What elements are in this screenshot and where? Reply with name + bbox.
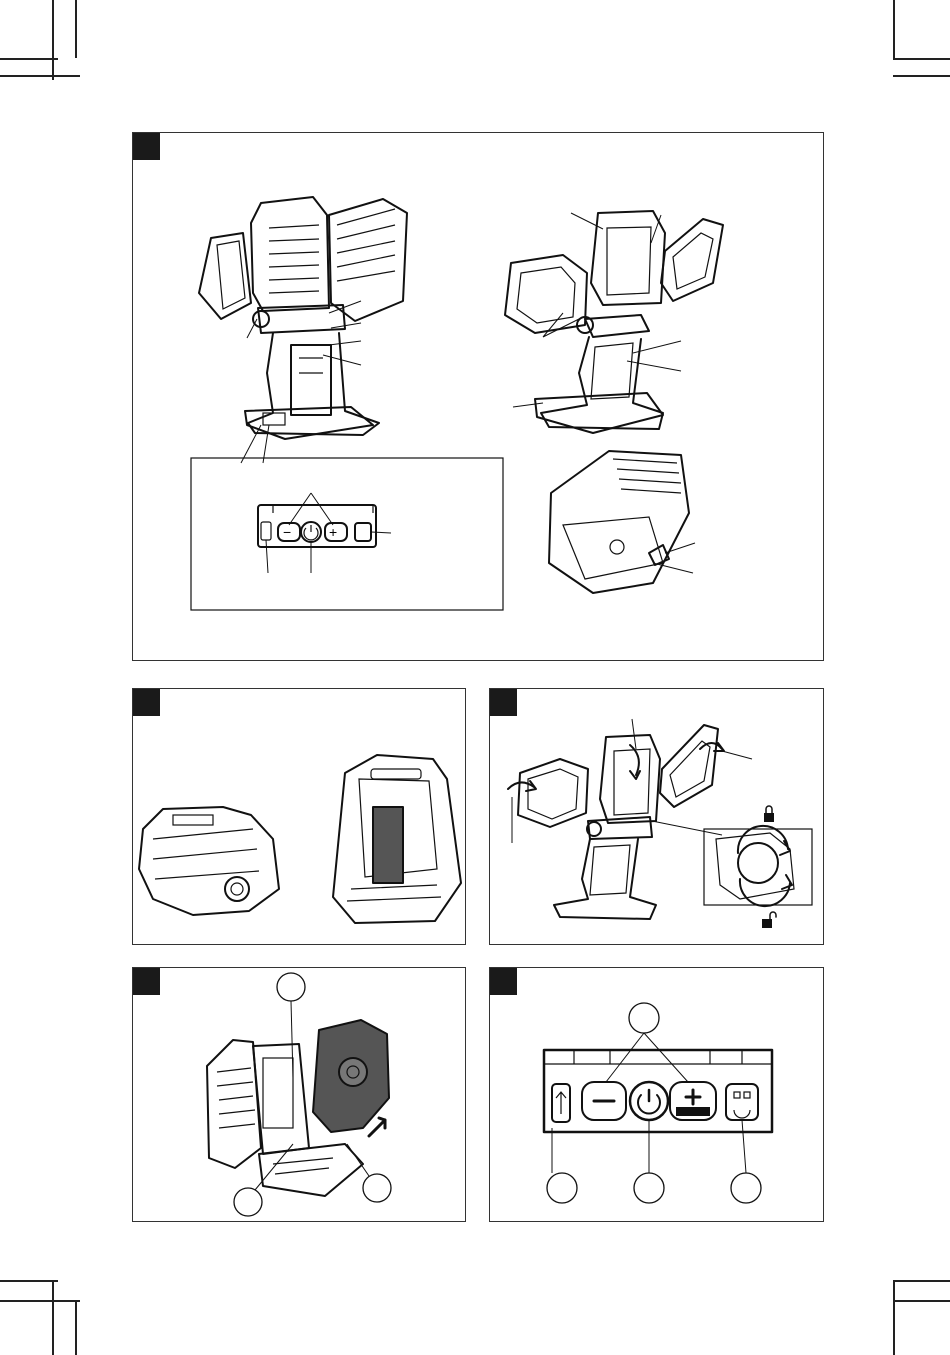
control-panel-small: − + (258, 505, 376, 547)
battery-insertion-view (207, 1020, 389, 1196)
crop-mark-top-left-v (52, 0, 54, 80)
callout-circle-d-right (363, 1174, 391, 1202)
figure-panel-a: − + (132, 132, 824, 661)
plus-icon[interactable] (670, 1082, 716, 1120)
crop-mark-top-left-v2 (75, 0, 77, 58)
panel-a-illustration: − + (133, 133, 825, 662)
crop-mark-top-right-h (893, 58, 950, 60)
callout-circle-e-left (547, 1173, 577, 1203)
work-light-bottom-view (549, 451, 689, 593)
lock-collar-detail (716, 826, 794, 906)
crop-mark-bottom-left-h (0, 1280, 58, 1282)
battery-pack (139, 807, 279, 915)
crop-mark-bottom-right-v (893, 1280, 895, 1355)
figure-panel-e (489, 967, 824, 1222)
crop-mark-bottom-right-h2 (893, 1300, 950, 1302)
work-light-adjust-view (518, 725, 718, 919)
crop-mark-top-right-h2 (893, 75, 950, 77)
work-light-front-view (199, 197, 407, 439)
crop-mark-top-left-h2 (0, 75, 80, 77)
crop-mark-bottom-left-h2 (0, 1300, 80, 1302)
panel-d-illustration (133, 968, 467, 1223)
figure-panel-c (489, 688, 824, 945)
svg-text:−: − (283, 524, 291, 540)
callout-circle-e-top (629, 1003, 659, 1033)
crop-mark-bottom-left-v (52, 1280, 54, 1355)
crop-mark-bottom-left-v2 (75, 1300, 77, 1355)
minus-icon[interactable] (582, 1082, 626, 1120)
panel-e-illustration (490, 968, 825, 1223)
work-light-rear-view (505, 211, 723, 433)
lock-icon (764, 806, 774, 822)
crop-mark-bottom-right-h (893, 1280, 950, 1282)
usb-icon (552, 1084, 570, 1122)
figure-panel-b (132, 688, 466, 945)
svg-text:+: + (329, 524, 337, 540)
crop-mark-top-left-h (0, 58, 58, 60)
callout-circle-e-center (634, 1173, 664, 1203)
callout-circle-d-top (277, 973, 305, 1001)
control-panel-large (544, 1050, 772, 1132)
panel-b-illustration (133, 689, 467, 946)
light-mode-icon[interactable] (726, 1084, 758, 1120)
callout-circle-d-left (234, 1188, 262, 1216)
unlock-icon (762, 912, 776, 928)
power-icon[interactable] (630, 1082, 668, 1120)
figure-panel-d (132, 967, 466, 1222)
crop-mark-top-right-v (893, 0, 895, 58)
battery-charger (333, 755, 461, 923)
callout-circle-e-right (731, 1173, 761, 1203)
panel-c-illustration (490, 689, 825, 946)
